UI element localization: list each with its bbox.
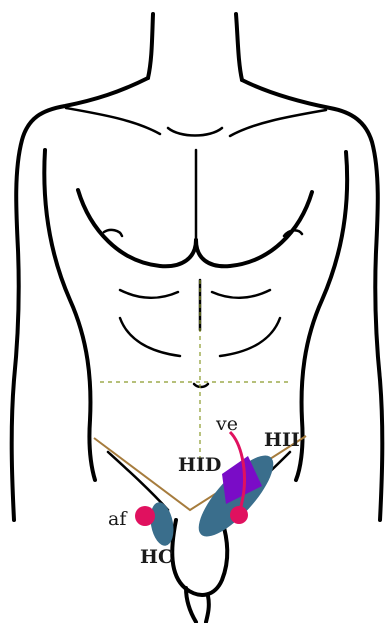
label-hii: HII	[264, 429, 300, 451]
femoral-artery-dot	[135, 506, 155, 526]
label-hid: HID	[178, 454, 221, 476]
label-af: af	[108, 508, 128, 530]
epigastric-vessel-dot	[230, 506, 248, 524]
label-ve: ve	[215, 413, 238, 435]
label-hc: HC	[140, 546, 173, 568]
torso-outline	[12, 14, 383, 622]
